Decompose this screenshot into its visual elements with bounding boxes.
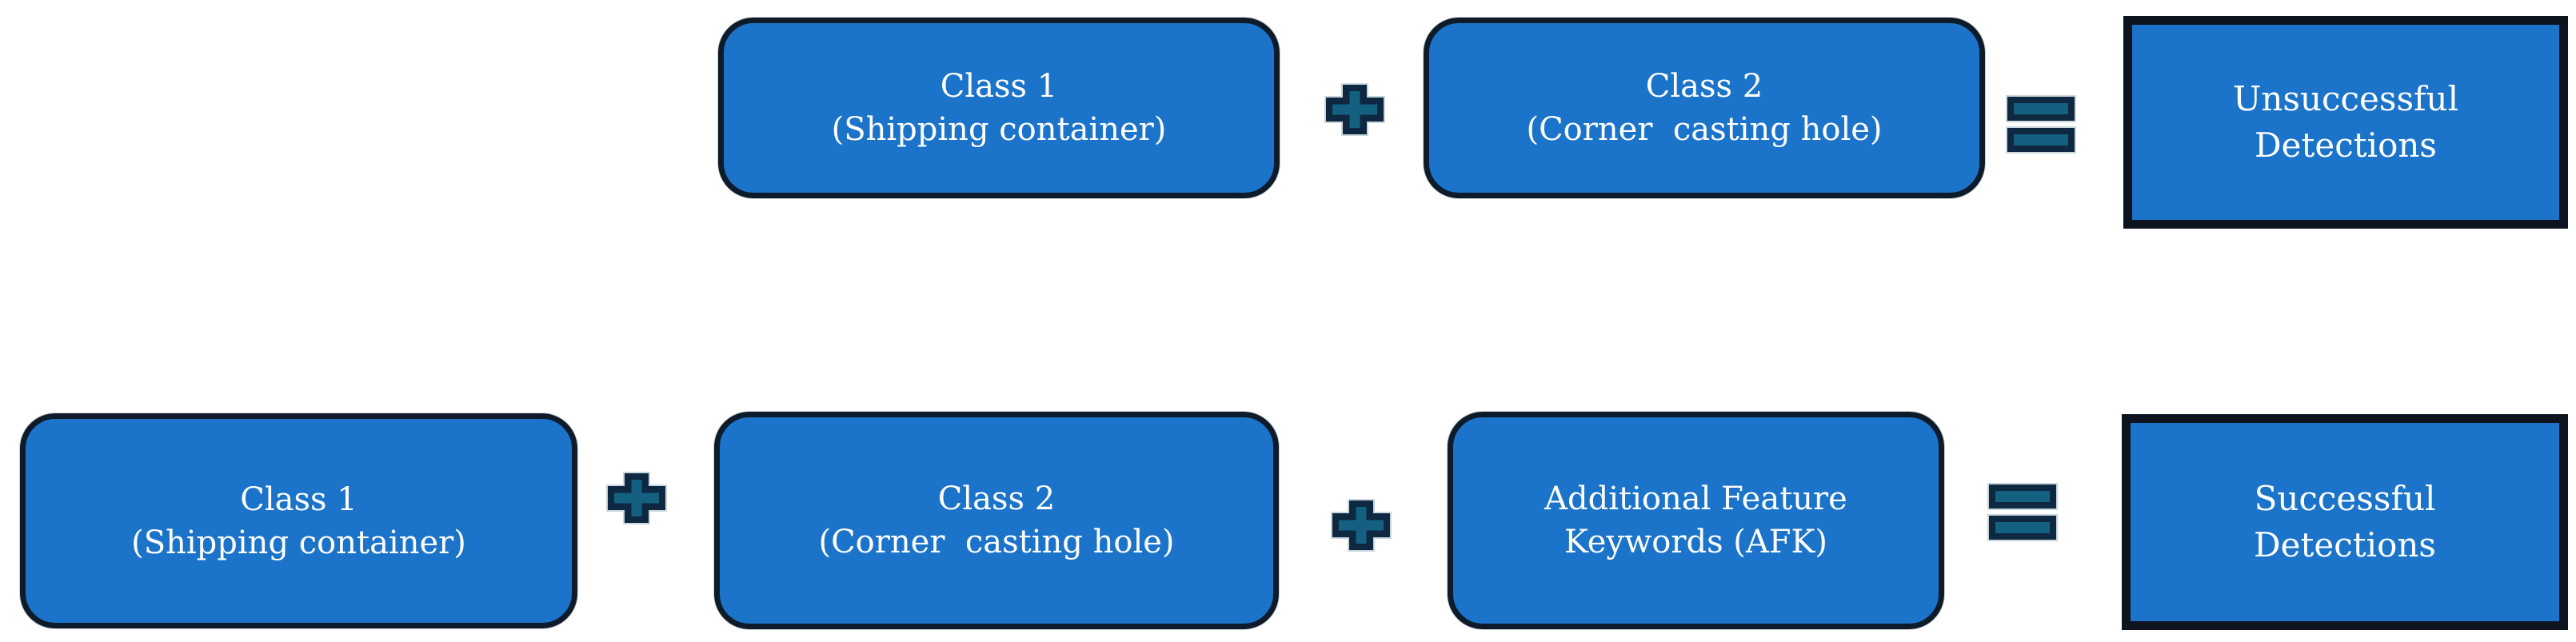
node-class1-bottom-line2: (Shipping container) [131,524,466,561]
node-class1-top: Class 1 (Shipping container) [718,18,1280,198]
node-class2-bottom-line1: Class 2 [937,481,1056,517]
equals-bar-bottom [2007,128,2075,152]
node-class1-top-line2: (Shipping container) [831,111,1167,148]
node-class2-top-line2: (Corner casting hole) [1526,111,1883,148]
node-unsuccessful-line2: Detections [2254,126,2437,165]
equals-icon [1989,484,2056,540]
plus-icon [1324,83,1385,136]
node-successful-line2: Detections [2254,525,2436,564]
node-unsuccessful-line1: Unsuccessful [2232,79,2459,118]
node-afk-line2: Keywords (AFK) [1564,524,1828,560]
node-successful-line1: Successful [2254,479,2436,518]
node-afk-line1: Additional Feature [1544,481,1847,517]
plus-icon [606,472,667,524]
equals-bar-top [2007,97,2075,121]
node-class2-bottom-line2: (Corner casting hole) [818,524,1175,560]
node-successful-detections: Successful Detections [2122,414,2568,630]
node-class1-bottom-line1: Class 1 [240,481,357,518]
equals-icon [2007,97,2075,152]
node-class2-top-line1: Class 2 [1645,68,1763,105]
node-class1-top-line1: Class 1 [940,68,1058,105]
equals-bar-bottom [1989,516,2056,540]
node-class1-bottom: Class 1 (Shipping container) [20,413,577,628]
equals-bar-top [1989,484,2056,508]
node-additional-feature-keywords: Additional Feature Keywords (AFK) [1448,412,1944,629]
node-class2-bottom: Class 2 (Corner casting hole) [714,412,1279,629]
plus-icon [1331,499,1392,552]
node-class2-top: Class 2 (Corner casting hole) [1424,18,1985,198]
node-unsuccessful-detections: Unsuccessful Detections [2123,16,2568,229]
